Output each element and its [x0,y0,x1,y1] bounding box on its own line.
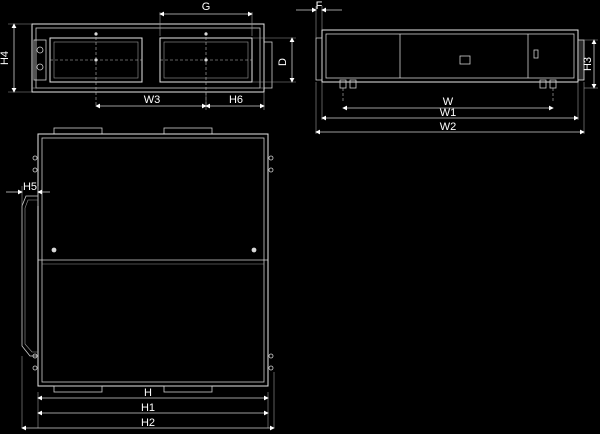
plan-bolt [32,167,38,173]
label-H2: H2 [141,417,155,429]
plan-bolt [32,365,38,371]
plan-view [21,127,275,428]
dim-G: G [159,1,253,36]
front-service-panel [33,39,47,81]
dim-W-W1-W2: W W1 W2 [315,82,585,135]
dim-H-H1-H2: H H1 H2 [21,387,275,431]
front-view [31,23,273,105]
plan-bolt [32,155,38,161]
dim-H3: H3 [578,39,598,89]
plan-bottom-bracket [53,385,103,393]
side-foot [349,79,357,89]
label-W: W [443,96,454,108]
label-W3: W3 [144,94,161,106]
dim-F: F [296,0,342,38]
side-body-outline [321,29,579,83]
plan-bottom-bracket [163,385,213,393]
label-F: F [316,0,323,12]
front-screw [94,32,98,36]
plan-bolt [268,353,274,359]
dim-H4: H4 [0,23,32,93]
front-screw [204,32,208,36]
side-view [315,29,585,102]
label-D: D [277,58,289,66]
side-foot [339,79,347,89]
side-foot [549,79,557,89]
label-H1: H1 [141,402,155,414]
front-body-inner [35,27,261,89]
plan-top-bracket [163,127,213,135]
label-H4: H4 [0,51,11,65]
plan-screw [251,247,257,253]
plan-top-bracket [53,127,103,135]
front-screw [94,58,98,62]
plan-side-panel [21,195,38,357]
dim-D: D [252,37,296,83]
side-body-inner [325,33,575,79]
label-W1: W1 [440,107,457,119]
front-connector-circle [36,46,44,54]
label-H3: H3 [582,57,594,71]
side-foot [539,79,547,89]
side-label-plate [459,55,471,65]
dim-W3-H6: W3 H6 [95,92,265,110]
label-H6: H6 [229,94,243,106]
label-G: G [202,1,211,13]
dim-H5: H5 [6,181,50,206]
plan-bolt [268,167,274,173]
label-H: H [144,387,152,399]
plan-bolt [268,155,274,161]
side-flange-left [315,37,323,81]
plan-screw [51,247,57,253]
front-connector-circle-2 [36,63,44,71]
plan-bolt [268,365,274,371]
side-small-part [533,49,539,59]
front-side-flange [263,41,273,89]
label-H5: H5 [23,181,37,193]
label-W2: W2 [440,121,457,133]
plan-side-panel-inner [24,199,38,353]
front-screw [204,58,208,62]
